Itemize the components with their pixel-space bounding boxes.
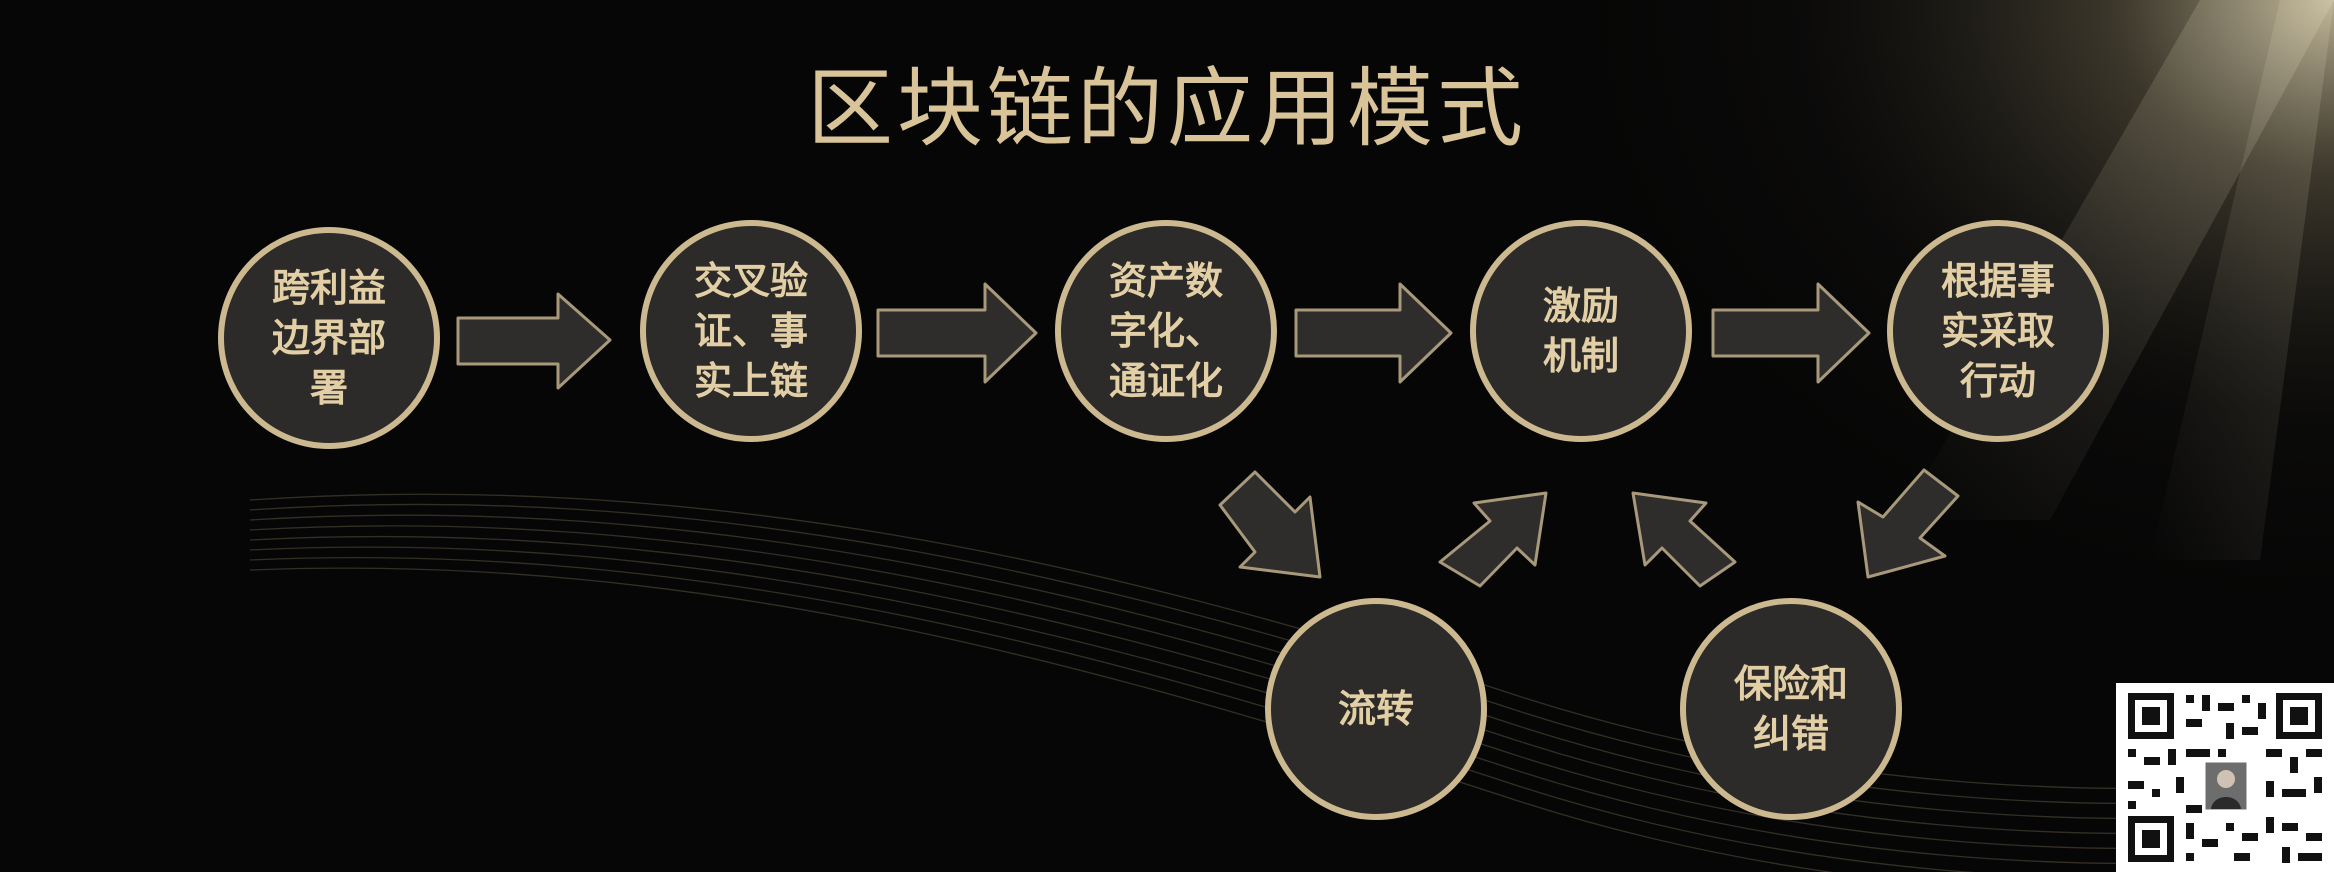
down-left-arrow-icon — [1856, 468, 1960, 579]
right-arrow-icon — [876, 282, 1038, 384]
node-label: 跨利益 边界部 署 — [271, 266, 386, 410]
page-title: 区块链的应用模式 — [807, 59, 1527, 159]
light-ray — [2150, 0, 2334, 560]
up-left-arrow-icon — [1631, 491, 1737, 588]
right-arrow-icon — [1294, 282, 1453, 384]
node-label: 交叉验 证、事 实上链 — [693, 259, 808, 403]
node-incentive: 激励 机制 — [1470, 220, 1692, 442]
node-act-on-facts: 根据事 实采取 行动 — [1887, 220, 2109, 442]
node-cross-verify: 交叉验 证、事 实上链 — [640, 220, 862, 442]
node-label: 根据事 实采取 行动 — [1940, 259, 2055, 403]
node-label: 保险和 纠错 — [1733, 662, 1848, 756]
node-label: 激励 机制 — [1542, 284, 1619, 378]
node-insurance: 保险和 纠错 — [1680, 598, 1902, 820]
node-circulation: 流转 — [1265, 598, 1487, 820]
node-cross-boundary: 跨利益 边界部 署 — [218, 227, 440, 449]
qr-code — [2116, 683, 2334, 872]
right-arrow-icon — [456, 292, 612, 390]
right-arrow-icon — [1711, 282, 1871, 384]
up-right-arrow-icon — [1438, 491, 1548, 588]
node-label: 流转 — [1337, 687, 1414, 731]
node-tokenize: 资产数 字化、 通证化 — [1055, 220, 1277, 442]
down-right-arrow-icon — [1218, 470, 1322, 579]
node-label: 资产数 字化、 通证化 — [1108, 259, 1223, 403]
